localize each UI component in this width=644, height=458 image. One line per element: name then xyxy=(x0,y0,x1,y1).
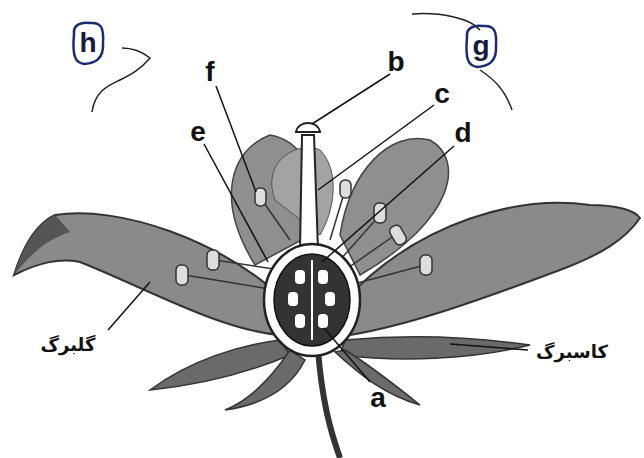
part-letter: h xyxy=(79,29,96,57)
part-letter: a xyxy=(370,384,386,412)
part-letter: b xyxy=(387,48,404,76)
part-letter: e xyxy=(190,118,206,146)
part-letter: d xyxy=(454,119,471,147)
part-letter: c xyxy=(434,80,450,108)
letter-box: h xyxy=(70,20,106,66)
part-name: گلبرگ xyxy=(41,336,96,354)
part-name: کاسبرگ xyxy=(536,343,608,361)
letter-box: g xyxy=(463,23,499,69)
part-letter: g xyxy=(472,32,489,60)
part-letter: f xyxy=(205,58,214,86)
